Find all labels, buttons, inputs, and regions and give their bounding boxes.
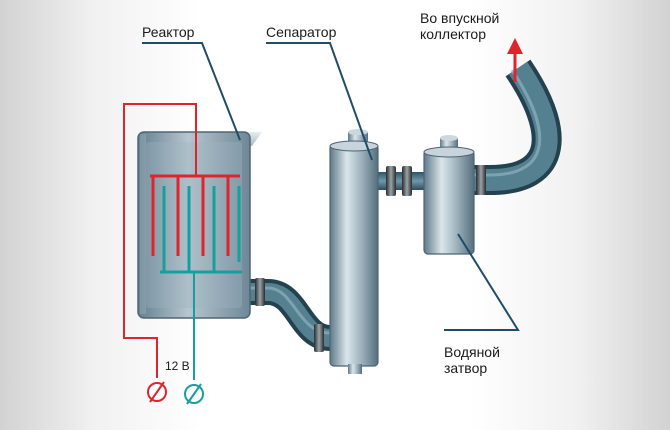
hose-trap-to-intake [474,59,562,195]
water-trap-label: Водяной затвор [444,344,500,376]
intake-label-line-1: Во впускной [420,10,500,26]
pipe-separator-to-trap [374,172,426,190]
hose-clamps [255,165,486,352]
leader-lines [142,42,520,331]
negative-electrode-plates [160,186,242,274]
reactor-label: Реактор [142,24,195,40]
reactor-vessel [137,131,262,319]
positive-terminal [147,381,167,403]
intake-manifold-label: Во впускной коллектор [420,10,499,42]
negative-terminal [184,383,204,405]
water-trap-label-line-2: затвор [444,360,488,376]
separator-vessel [329,129,379,374]
water-trap-vessel [423,135,475,255]
positive-wire [123,103,197,378]
water-trap-label-line-1: Водяной [444,344,500,360]
voltage-label: 12 В [165,359,190,373]
separator-label: Сепаратор [266,24,337,40]
intake-flow-arrow [507,38,523,82]
intake-label-line-2: коллектор [420,26,486,42]
